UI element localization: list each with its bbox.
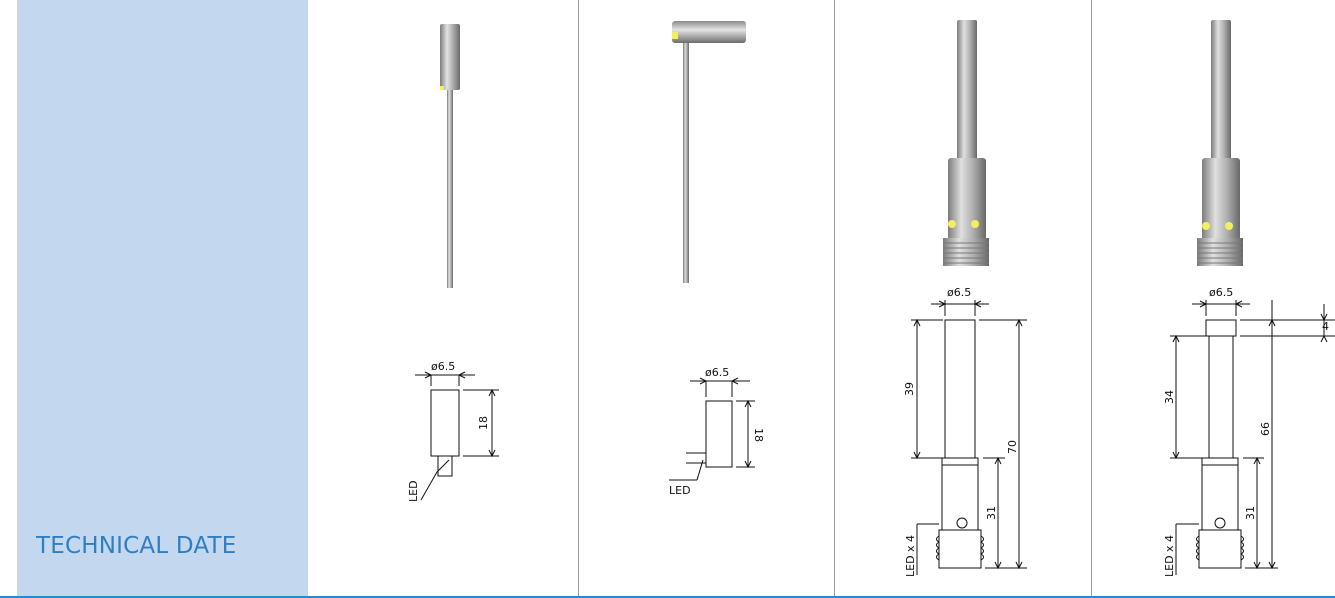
dim-length: 18 bbox=[477, 416, 490, 430]
dim-led: LED bbox=[407, 480, 420, 502]
column-divider bbox=[578, 0, 579, 596]
dim-led: LED x 4 bbox=[1163, 535, 1176, 577]
connector-sensor-photo-icon bbox=[1197, 20, 1243, 266]
technical-drawing-1: ø6.5 18 LED bbox=[407, 360, 499, 502]
column-divider bbox=[1091, 0, 1092, 596]
dim-lower: 31 bbox=[985, 506, 998, 520]
technical-drawing-4: ø6.5 4 34 66 31 LED x 4 bbox=[1163, 286, 1335, 577]
dim-total: 66 bbox=[1259, 422, 1272, 436]
bottom-rule bbox=[0, 596, 1335, 598]
product-cell-1: ø6.5 18 LED bbox=[309, 0, 578, 596]
dim-upper: 34 bbox=[1163, 390, 1176, 404]
product-photo-1 bbox=[440, 24, 460, 288]
dim-upper: 39 bbox=[903, 382, 916, 396]
dim-diameter: ø6.5 bbox=[1209, 286, 1233, 299]
dim-total: 70 bbox=[1006, 440, 1019, 454]
dim-diameter: ø6.5 bbox=[947, 286, 971, 299]
product-cell-4: ø6.5 4 34 66 31 LED x 4 bbox=[1092, 0, 1335, 596]
dim-lower: 31 bbox=[1244, 506, 1257, 520]
product-cell-3: ø6.5 39 70 31 LED x 4 bbox=[835, 0, 1091, 596]
dim-led: LED bbox=[669, 484, 691, 497]
dim-diameter: ø6.5 bbox=[431, 360, 455, 373]
dim-diameter: ø6.5 bbox=[705, 366, 729, 379]
dim-length: 18 bbox=[752, 428, 765, 442]
angled-cable-sensor-photo-icon bbox=[672, 21, 746, 283]
connector-sensor-photo-icon bbox=[943, 20, 989, 266]
product-photo-3 bbox=[943, 20, 989, 266]
product-photo-2 bbox=[672, 21, 746, 283]
column-divider bbox=[834, 0, 835, 596]
section-title: TECHNICAL DATE bbox=[36, 533, 237, 559]
technical-drawing-3: ø6.5 39 70 31 LED x 4 bbox=[903, 286, 1027, 577]
dim-led: LED x 4 bbox=[904, 535, 917, 577]
section-sidebar: TECHNICAL DATE bbox=[17, 0, 308, 596]
cable-sensor-photo-icon bbox=[440, 24, 460, 288]
technical-drawing-2: ø6.5 18 LED bbox=[669, 366, 765, 497]
product-cell-2: ø6.5 18 LED bbox=[579, 0, 834, 596]
product-photo-4 bbox=[1197, 20, 1243, 266]
dim-top: 4 bbox=[1322, 320, 1329, 333]
